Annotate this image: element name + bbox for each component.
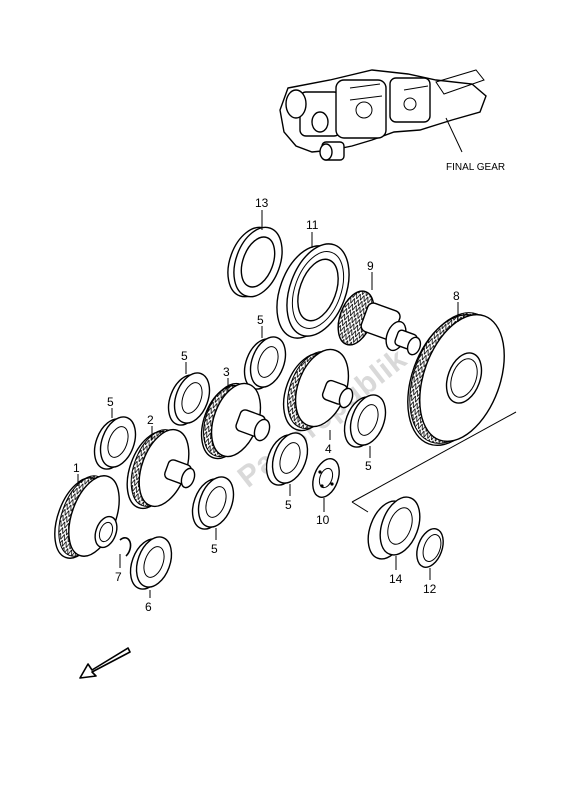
bearing-5-center bbox=[265, 432, 309, 486]
label-6: 6 bbox=[145, 600, 152, 614]
final-gear-leader bbox=[445, 117, 463, 153]
gear-4 bbox=[282, 348, 354, 432]
direction-arrow-icon bbox=[79, 647, 131, 679]
label-2: 2 bbox=[147, 413, 154, 427]
gear-3 bbox=[200, 382, 271, 460]
bearing-6 bbox=[129, 536, 173, 590]
label-3: 3 bbox=[223, 365, 230, 379]
lock-washer-10 bbox=[312, 458, 340, 498]
label-5e: 5 bbox=[285, 498, 292, 512]
oil-seal-13 bbox=[227, 226, 283, 298]
label-4: 4 bbox=[325, 442, 332, 456]
link-line-lower bbox=[351, 501, 369, 513]
bearing-11 bbox=[276, 243, 350, 339]
gear-1 bbox=[54, 475, 120, 559]
label-9: 9 bbox=[367, 259, 374, 273]
label-12: 12 bbox=[423, 582, 437, 596]
label-1: 1 bbox=[73, 461, 80, 475]
label-5c: 5 bbox=[365, 459, 372, 473]
label-7: 7 bbox=[115, 570, 122, 584]
gear-2 bbox=[126, 428, 196, 510]
bearing-5-mid-left bbox=[167, 372, 211, 426]
bearing-14 bbox=[367, 496, 421, 560]
link-line-upper bbox=[351, 411, 517, 503]
bearing-5-lower bbox=[191, 476, 235, 530]
label-13: 13 bbox=[255, 196, 269, 210]
final-gear-caption: FINAL GEAR bbox=[446, 162, 505, 173]
bearing-5-left bbox=[93, 416, 137, 470]
label-8: 8 bbox=[453, 289, 460, 303]
circlip-7 bbox=[119, 537, 132, 557]
bearing-5-right bbox=[343, 394, 387, 448]
final-gear-assembly-icon bbox=[279, 69, 487, 161]
spacer-ring-12 bbox=[416, 528, 444, 568]
label-11: 11 bbox=[306, 218, 319, 232]
label-5b: 5 bbox=[181, 349, 188, 363]
drive-shaft-gear-9 bbox=[337, 290, 422, 356]
label-10: 10 bbox=[316, 513, 330, 527]
final-driven-gear-8 bbox=[407, 312, 505, 447]
label-5d: 5 bbox=[107, 395, 114, 409]
label-5f: 5 bbox=[211, 542, 218, 556]
label-5a: 5 bbox=[257, 313, 264, 327]
label-14: 14 bbox=[389, 572, 403, 586]
